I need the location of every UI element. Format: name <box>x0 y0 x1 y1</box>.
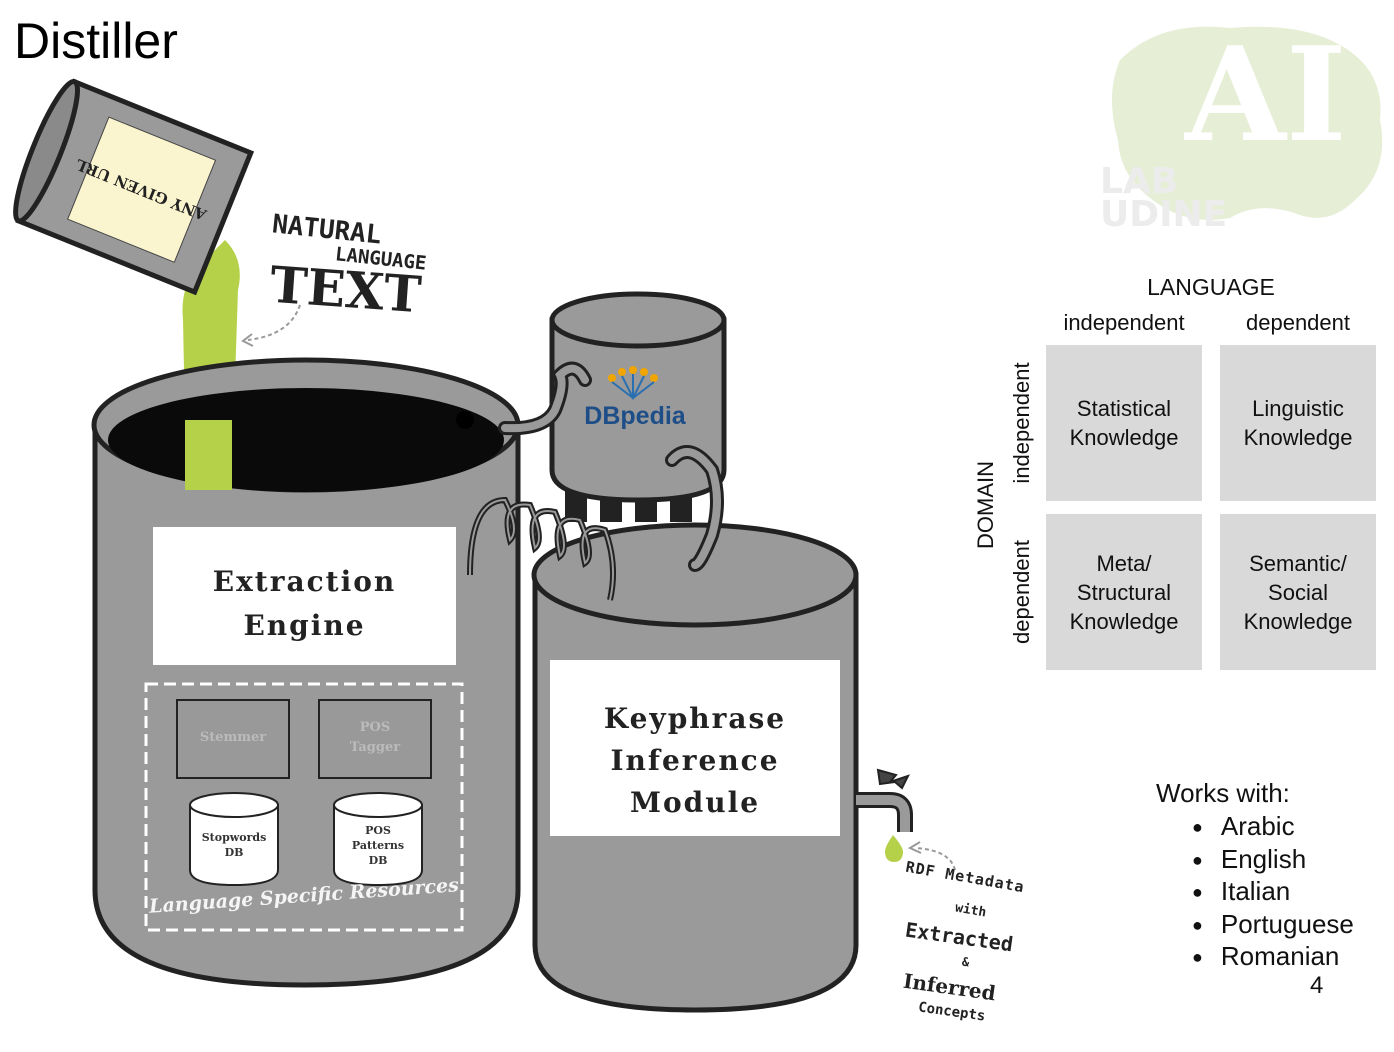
stemmer-label: Stemmer <box>199 730 267 745</box>
coil-highlight <box>469 498 614 601</box>
language-item: Arabic <box>1192 810 1354 843</box>
logo-line2: UDINE <box>1100 194 1227 235</box>
pos-patterns-db <box>333 792 423 887</box>
cell-statistical-knowledge: Statistical Knowledge <box>1046 345 1202 501</box>
matrix-row-dependent: dependent <box>1009 540 1034 644</box>
extraction-title: Extraction Engine <box>212 565 397 642</box>
matrix-col-dependent: dependent <box>1246 310 1350 335</box>
drop <box>884 835 904 862</box>
cell-linguistic-knowledge: Linguistic Knowledge <box>1220 345 1376 501</box>
resources-area <box>144 682 464 932</box>
language-list: Arabic English Italian Portuguese Romani… <box>1192 810 1354 973</box>
page-number: 4 <box>1310 972 1324 999</box>
input-can: ANY GIVEN URL <box>13 78 255 296</box>
pos-patterns-db-label: POS Patterns DB <box>351 824 405 867</box>
dbpedia-logo: DBpedia <box>584 366 687 430</box>
matrix-domain-header: DOMAIN <box>973 461 998 549</box>
language-item: English <box>1192 843 1354 876</box>
stopwords-db <box>189 792 279 887</box>
input-arrow <box>247 304 301 341</box>
dbpedia-can <box>549 291 727 503</box>
cell-meta-structural-knowledge: Meta/ Structural Knowledge <box>1046 514 1202 670</box>
language-item: Portuguese <box>1192 908 1354 941</box>
extraction-panel <box>153 527 456 665</box>
language-item: Romanian <box>1192 940 1354 973</box>
keyphrase-panel <box>550 660 840 836</box>
tap-handle <box>876 768 910 790</box>
input-annotation-line3: TEXT <box>268 254 424 325</box>
works-with-title: Works with: <box>1156 778 1290 808</box>
cell-semantic-social-knowledge: Semantic/ Social Knowledge <box>1220 514 1376 670</box>
output-arrow <box>914 847 956 871</box>
matrix-language-header: LANGUAGE <box>1147 274 1275 300</box>
dbpedia-label: DBpedia <box>584 402 687 430</box>
stopwords-db-label: Stopwords DB <box>201 831 267 859</box>
ai-lab-logo: AI LAB UDINE <box>1100 18 1383 235</box>
pos-tagger-box <box>318 699 432 779</box>
matrix-row-independent: independent <box>1009 362 1034 484</box>
slide-title: Distiller <box>14 13 178 69</box>
keyphrase-title: Keyphrase Inference Module <box>603 702 787 819</box>
pos-tagger-label: POS Tagger <box>349 720 401 755</box>
stemmer-box <box>176 699 290 779</box>
logo-line1: LAB <box>1100 161 1178 202</box>
logo-mark: AI <box>1183 18 1347 171</box>
language-item: Italian <box>1192 875 1354 908</box>
matrix-col-independent: independent <box>1063 310 1185 335</box>
